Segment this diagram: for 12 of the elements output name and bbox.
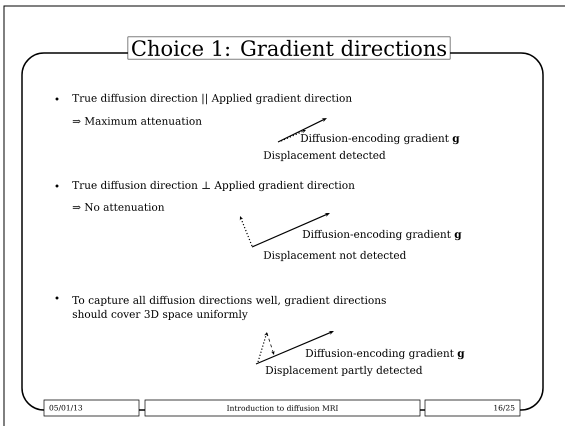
bullet-text: True diffusion direction ⊥ Applied gradient direction: [72, 180, 355, 192]
note-text: ⇒ No attenuation: [72, 203, 164, 211]
arrow-label: Diffusion-encoding gradient g: [300, 134, 460, 144]
title-box: Choice 1: Gradient directions: [128, 36, 450, 60]
bullet-text: True diffusion direction || Applied gradient direction: [72, 94, 352, 104]
arrow-label: Diffusion-encoding gradient g: [302, 230, 462, 240]
note-text: ⇒ Maximum attenuation: [72, 117, 202, 125]
arrow-label: Displacement partly detected: [266, 366, 422, 376]
arrow-label: Displacement not detected: [264, 250, 406, 262]
bullet-text: To capture all diffusion directions well, gradient directions should cover 3D space uniformly: [72, 296, 386, 320]
arrow-label: Diffusion-encoding gradient g: [306, 348, 464, 360]
arrow-label: Displacement detected: [264, 150, 386, 162]
